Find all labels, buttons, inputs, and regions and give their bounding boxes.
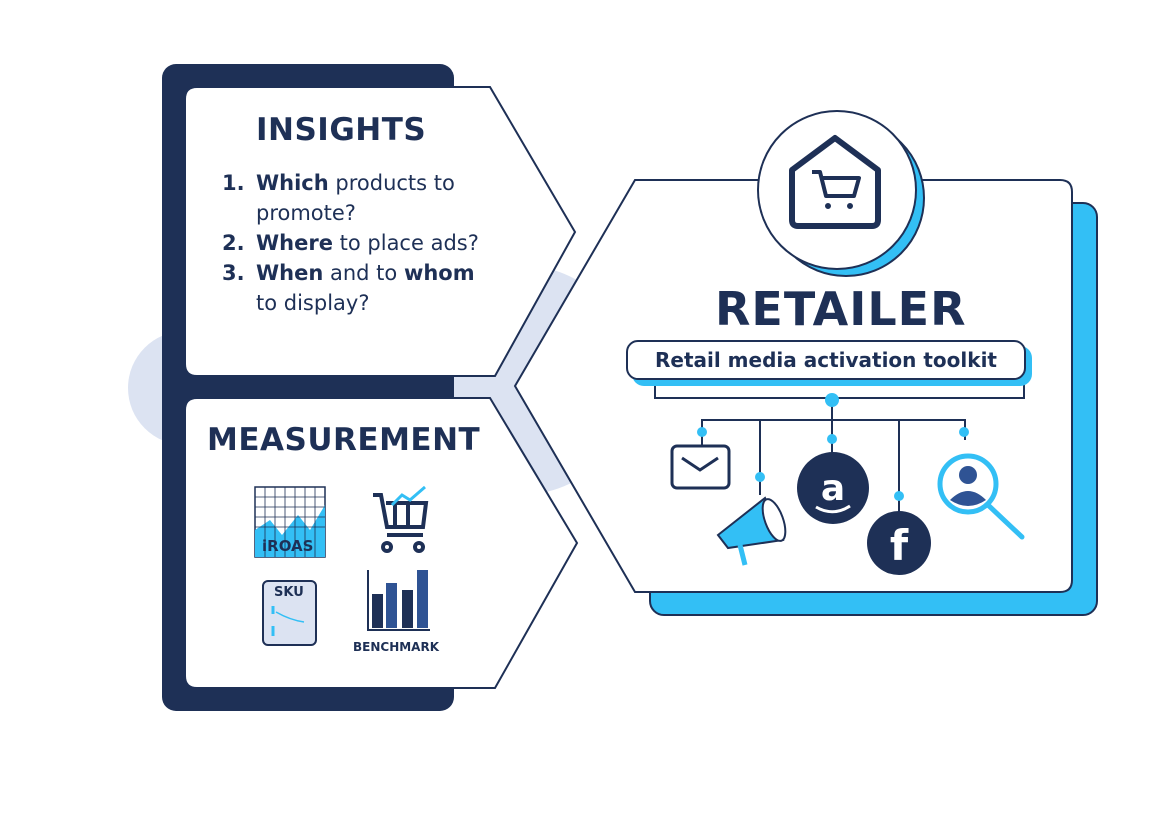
item-number: 1.	[222, 171, 245, 195]
item-text: and to	[323, 261, 404, 285]
item-text: to place ads?	[332, 231, 479, 255]
sku-label: SKU	[274, 585, 304, 600]
item-bold: Which	[256, 171, 329, 195]
item-bold: Where	[256, 231, 333, 255]
insights-list: 1. Which products to promote? 2. Where to …	[222, 168, 492, 318]
item-number: 3.	[222, 261, 245, 285]
measurement-title: MEASUREMENT	[207, 422, 481, 458]
svg-text:a: a	[821, 468, 845, 509]
benchmark-bar-chart-icon	[367, 570, 430, 631]
insights-panel	[184, 86, 577, 377]
item-text: products to promote?	[256, 171, 455, 225]
store-cart-icon	[789, 135, 881, 229]
iroas-label: iROAS	[262, 537, 314, 555]
audience-search-icon	[937, 453, 1025, 540]
megaphone-icon	[716, 496, 787, 566]
email-icon	[670, 444, 731, 490]
insight-item: 3. When and to whom to display?	[222, 258, 492, 318]
connector-dots	[697, 393, 969, 501]
item-bold: When	[256, 261, 324, 285]
cart-growth-icon	[373, 485, 429, 553]
sku-report-icon	[262, 580, 317, 646]
retailer-title: RETAILER	[715, 282, 967, 336]
amazon-icon: a	[797, 452, 869, 524]
benchmark-label: BENCHMARK	[353, 640, 440, 654]
item-bold: whom	[403, 261, 475, 285]
insight-item: 2. Where to place ads?	[222, 228, 492, 258]
iroas-chart-icon	[254, 486, 326, 558]
item-text: to display?	[256, 291, 370, 315]
store-badge	[757, 110, 917, 270]
svg-text:f: f	[890, 521, 909, 570]
facebook-icon: f	[867, 511, 931, 575]
insight-item: 1. Which products to promote?	[222, 168, 492, 228]
insights-title: INSIGHTS	[256, 112, 427, 148]
retailer-panel	[513, 179, 1073, 593]
toolkit-label: Retail media activation toolkit	[626, 340, 1026, 380]
item-number: 2.	[222, 231, 245, 255]
